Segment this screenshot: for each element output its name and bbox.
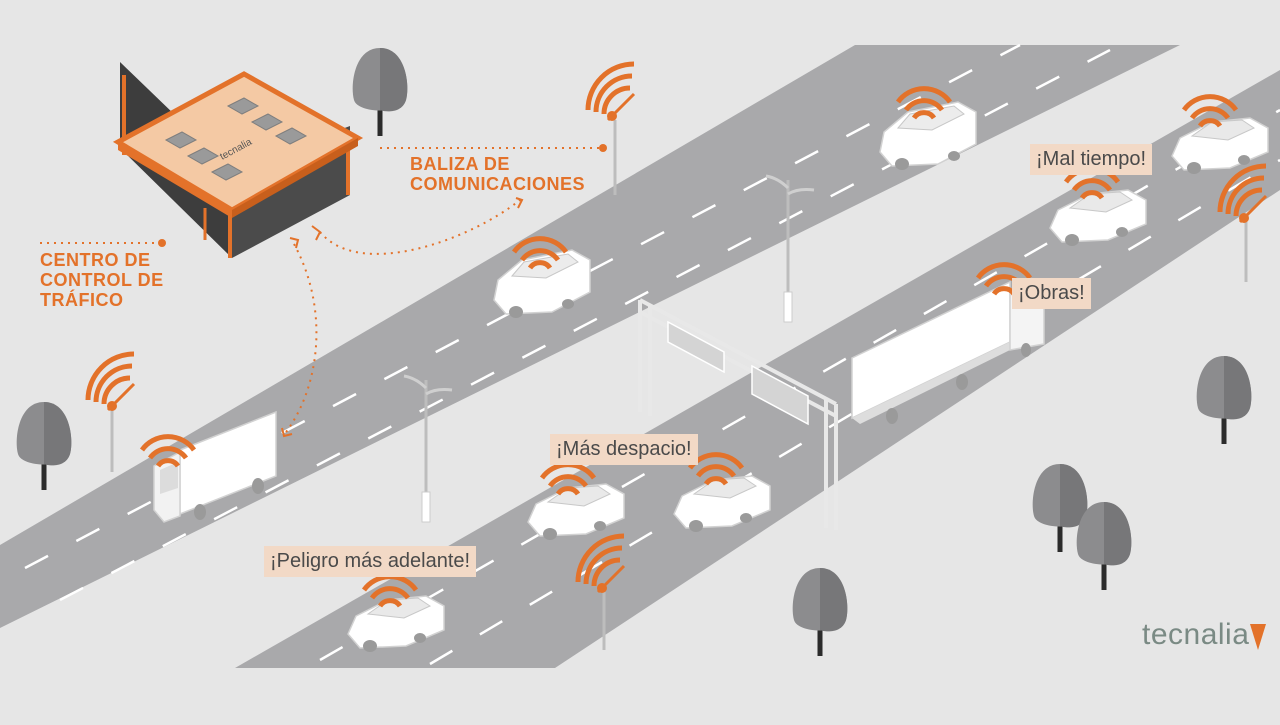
brand-logo-text: tecnalia — [1142, 618, 1250, 651]
tree — [352, 48, 408, 136]
control-center-building: tecnalia — [112, 62, 364, 258]
gantry-sign — [667, 320, 809, 426]
message-bubble-slow-down: ¡Más despacio! — [550, 434, 698, 465]
message-bubble-bad-weather: ¡Mal tiempo! — [1030, 144, 1153, 175]
message-bubble-danger-ahead: ¡Peligro más adelante! — [264, 546, 477, 577]
control-center-label: CENTRO DE CONTROL DE TRÁFICO — [40, 250, 164, 310]
connector-dots — [158, 144, 607, 247]
message-bubble-roadworks: ¡Obras! — [1012, 278, 1091, 309]
tree — [16, 402, 72, 490]
lane-line — [319, 108, 1280, 662]
tree — [1076, 502, 1132, 590]
beacon — [588, 64, 634, 195]
beacon — [1220, 166, 1266, 282]
beacon — [578, 536, 624, 650]
delivery-truck — [153, 410, 277, 523]
connector-lines — [40, 147, 600, 437]
road-upper — [0, 45, 1180, 628]
arrow-icon — [281, 197, 524, 438]
tree — [792, 568, 848, 656]
beacon-signal-icon — [88, 354, 134, 411]
tree — [1196, 356, 1252, 444]
beacon-signal-icon — [588, 64, 634, 121]
beacon-label: BALIZA DE COMUNICACIONES — [410, 154, 586, 194]
brand-mark-icon — [1250, 624, 1266, 650]
beacon — [88, 354, 134, 472]
lane-line — [429, 158, 1280, 666]
